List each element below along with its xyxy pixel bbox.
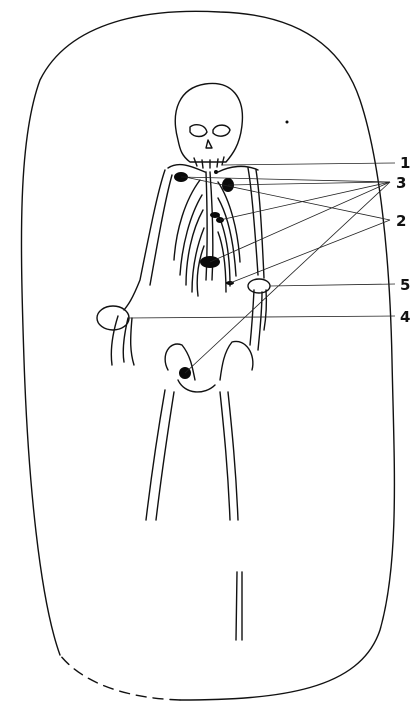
right-arm (248, 168, 266, 350)
callout-label-4: 4 (400, 308, 410, 326)
callout-label-2: 2 (396, 212, 406, 230)
callout-leaders (128, 163, 395, 373)
callout-label-1: 1 (400, 154, 410, 172)
callout-label-3: 3 (396, 174, 406, 192)
callout-label-5: 5 (400, 276, 410, 294)
bracelet-left-wrist (97, 306, 129, 330)
bracelet-right-wrist (248, 279, 270, 293)
left-arm (111, 170, 172, 365)
grave-pit-dashed-edge (60, 655, 180, 700)
skull (175, 83, 242, 168)
legs (146, 390, 242, 640)
grave-pit-outline (21, 11, 394, 700)
clavicles (168, 165, 258, 172)
pelvis (165, 341, 253, 392)
dot-mark (286, 121, 289, 124)
